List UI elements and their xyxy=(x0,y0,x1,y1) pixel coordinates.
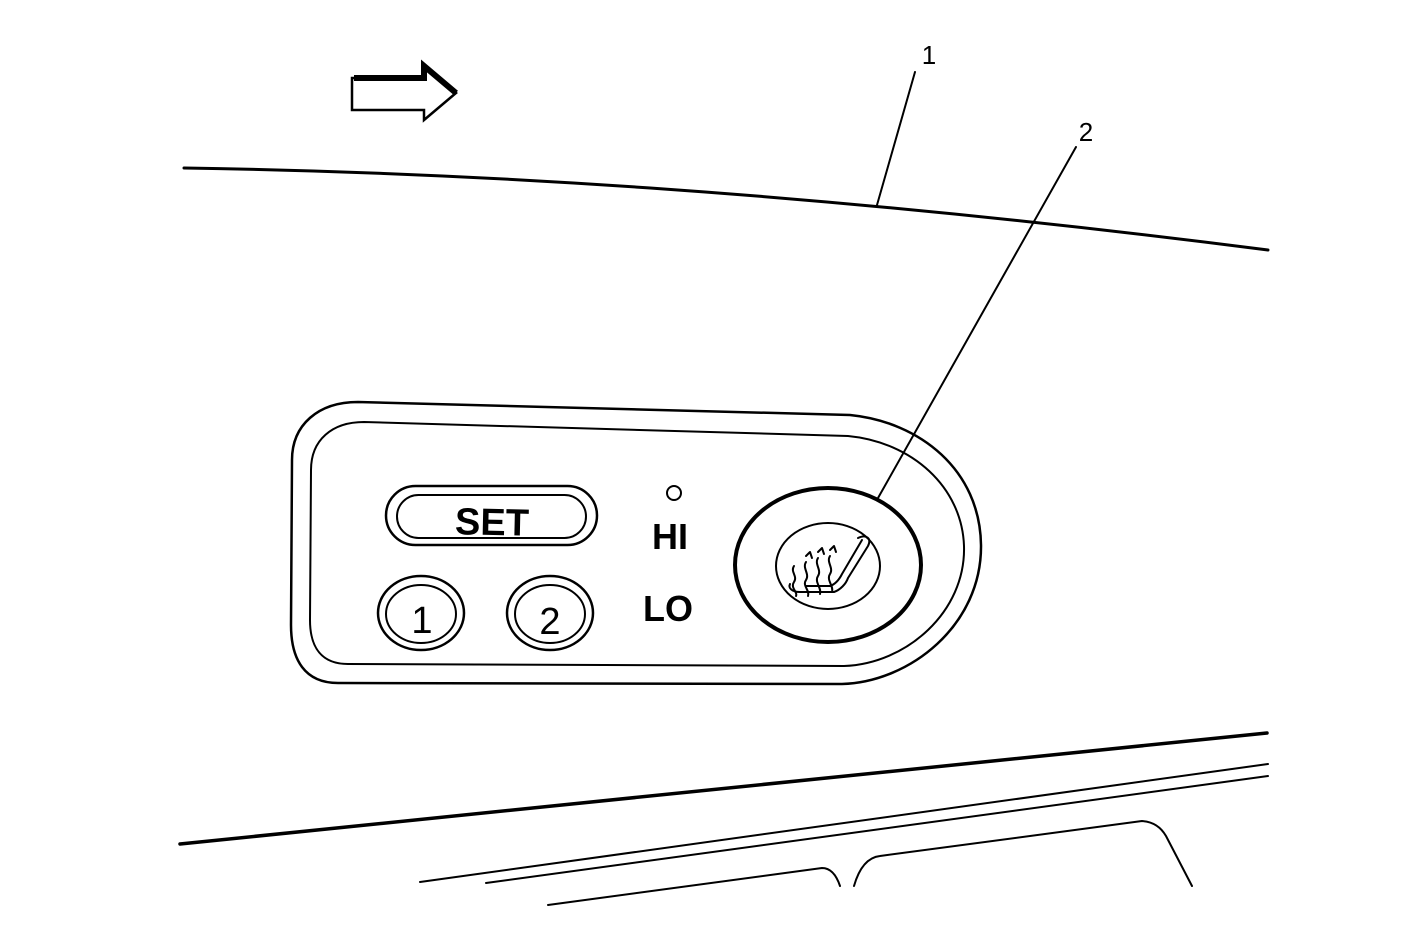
hi-label: HI xyxy=(652,516,688,557)
memory-1-button[interactable]: 1 xyxy=(376,574,466,652)
callout-2-label: 2 xyxy=(1079,117,1093,147)
callout-1-leader xyxy=(876,71,916,206)
hi-indicator-light xyxy=(666,485,682,501)
lower-trim-lines xyxy=(178,731,1269,906)
heated-seat-switch[interactable] xyxy=(733,486,923,644)
heated-seat-icon xyxy=(788,535,871,597)
lo-label: LO xyxy=(643,588,693,629)
callout-2-leader xyxy=(877,146,1077,499)
memory-2-button[interactable]: 2 xyxy=(505,574,595,652)
set-button-label: SET xyxy=(455,501,530,545)
memory-2-label: 2 xyxy=(539,601,560,643)
memory-1-label: 1 xyxy=(411,600,432,642)
forward-arrow-icon xyxy=(350,59,458,123)
set-button[interactable]: SET xyxy=(384,484,599,547)
door-trim-edge xyxy=(182,166,1270,252)
seat-switch-panel xyxy=(289,400,983,686)
callout-1-label: 1 xyxy=(922,40,936,70)
